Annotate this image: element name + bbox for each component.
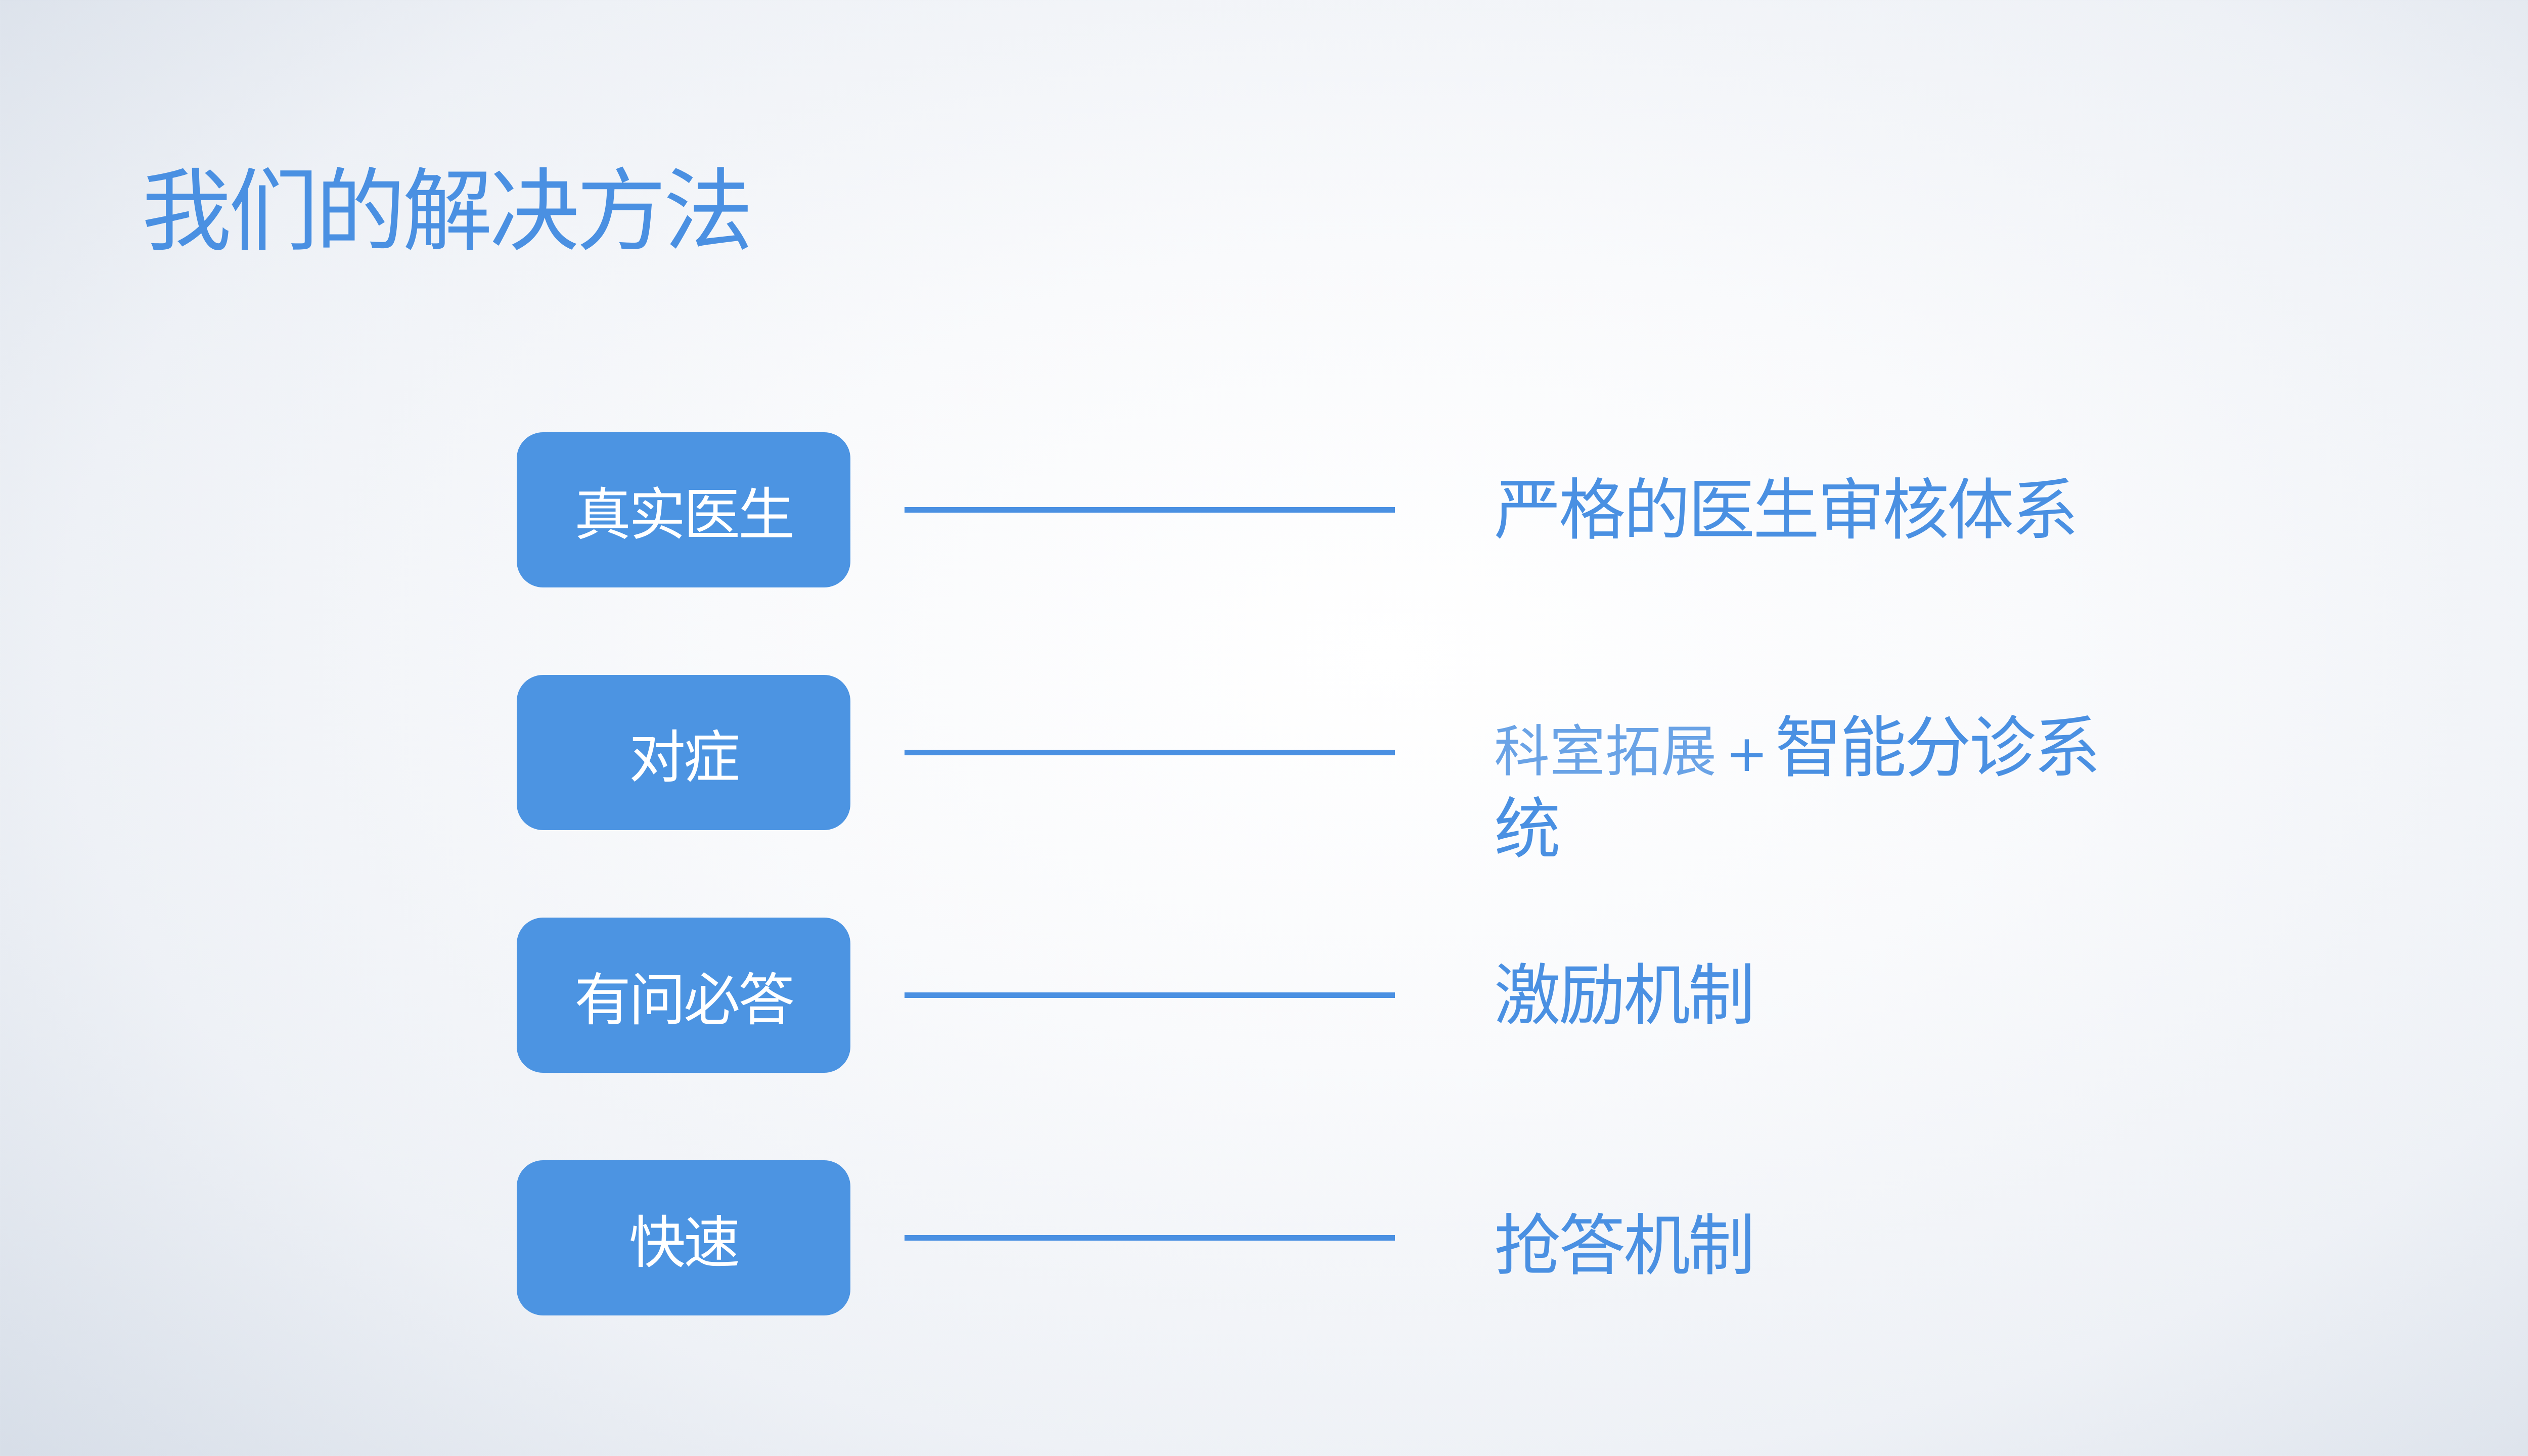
connector-line — [905, 1235, 1395, 1241]
description-text: 抢答机制 — [1494, 1207, 1755, 1285]
label-text: 真实医生 — [574, 482, 795, 548]
plus-sign: + — [1726, 724, 1768, 783]
label-box-fast: 快速 — [517, 1160, 850, 1315]
description-text: 激励机制 — [1494, 957, 1755, 1035]
description-text: 严格的医生审核体系 — [1494, 472, 2079, 550]
description-part-triage: 智能分诊系 — [1775, 709, 2101, 787]
solution-row-always-answer: 有问必答 激励机制 — [0, 918, 2528, 1073]
label-box-real-doctor: 真实医生 — [517, 432, 850, 587]
label-text: 快速 — [629, 1210, 740, 1276]
solution-row-real-doctor: 真实医生 严格的医生审核体系 — [0, 432, 2528, 587]
label-box-always-answer: 有问必答 — [517, 918, 850, 1073]
page-title: 我们的解决方法 — [142, 159, 753, 264]
description-text: 科室拓展+智能分诊系 统 — [1494, 709, 2101, 869]
description-part-department: 科室拓展 — [1494, 719, 1717, 784]
connector-line — [905, 992, 1395, 998]
connector-line — [905, 750, 1395, 755]
connector-line — [905, 507, 1395, 513]
label-text: 有问必答 — [574, 967, 795, 1033]
solution-row-symptom: 对症 科室拓展+智能分诊系 统 — [0, 675, 2528, 868]
description-part-wrap: 统 — [1494, 791, 1561, 869]
label-box-symptom: 对症 — [517, 675, 850, 830]
solution-row-fast: 快速 抢答机制 — [0, 1160, 2528, 1315]
label-text: 对症 — [629, 724, 740, 791]
